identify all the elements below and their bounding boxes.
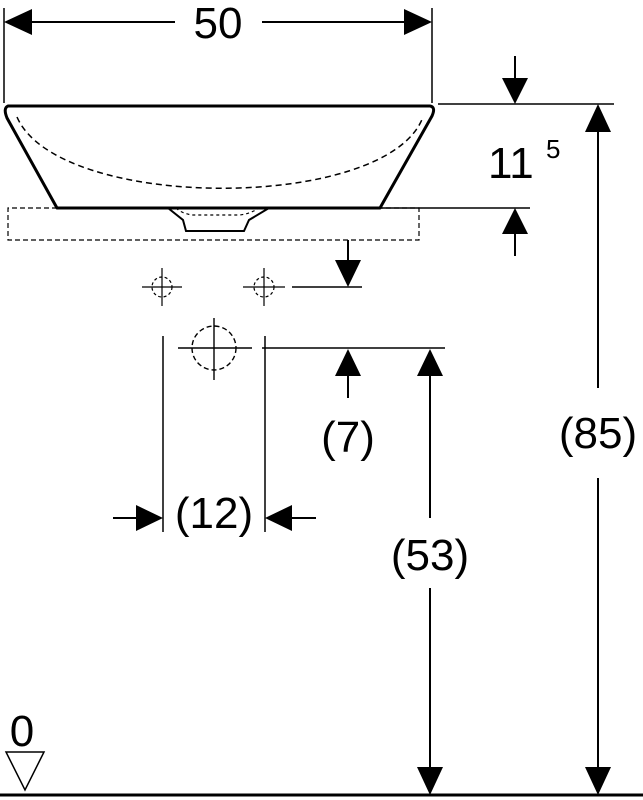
- arrowhead-left: [4, 9, 32, 35]
- basin-height-label: 11: [488, 139, 534, 188]
- tap-offset-label: (7): [321, 413, 375, 462]
- drain-spacing-label: (12): [175, 489, 253, 538]
- width-label: 50: [194, 0, 243, 48]
- level-triangle-icon: [4, 751, 46, 792]
- drain-height-label: (53): [391, 531, 469, 580]
- arrowhead-left: [265, 505, 292, 531]
- basin-outline: [3, 104, 436, 232]
- width-dimension: [3, 8, 433, 103]
- total-height-dimension: [585, 104, 611, 795]
- basin-height-dimension: [381, 56, 614, 256]
- drain-height-dimension: [262, 347, 445, 795]
- arrowhead-right: [136, 505, 163, 531]
- arrowhead-bottom: [417, 767, 443, 795]
- arrowhead-up: [335, 349, 361, 376]
- tap-hole-right: [243, 268, 285, 306]
- drain-spacing-dimension: [113, 336, 316, 532]
- arrowhead-down: [335, 260, 361, 287]
- countertop-dashed: [7, 207, 420, 241]
- arrowhead-right: [404, 9, 432, 35]
- total-height-label: (85): [559, 409, 637, 458]
- floor-level: [0, 751, 643, 797]
- tap-offset-dimension: [292, 240, 362, 398]
- arrowhead-down: [502, 78, 528, 104]
- arrowhead-top: [585, 104, 611, 132]
- arrowhead-top: [417, 349, 443, 376]
- arrowhead-up: [502, 208, 528, 234]
- tap-hole-left: [142, 268, 182, 306]
- floor-level-label: 0: [10, 707, 34, 756]
- basin-height-superscript: 5: [546, 134, 560, 164]
- drain-centre: [178, 318, 252, 380]
- arrowhead-bottom: [585, 767, 611, 795]
